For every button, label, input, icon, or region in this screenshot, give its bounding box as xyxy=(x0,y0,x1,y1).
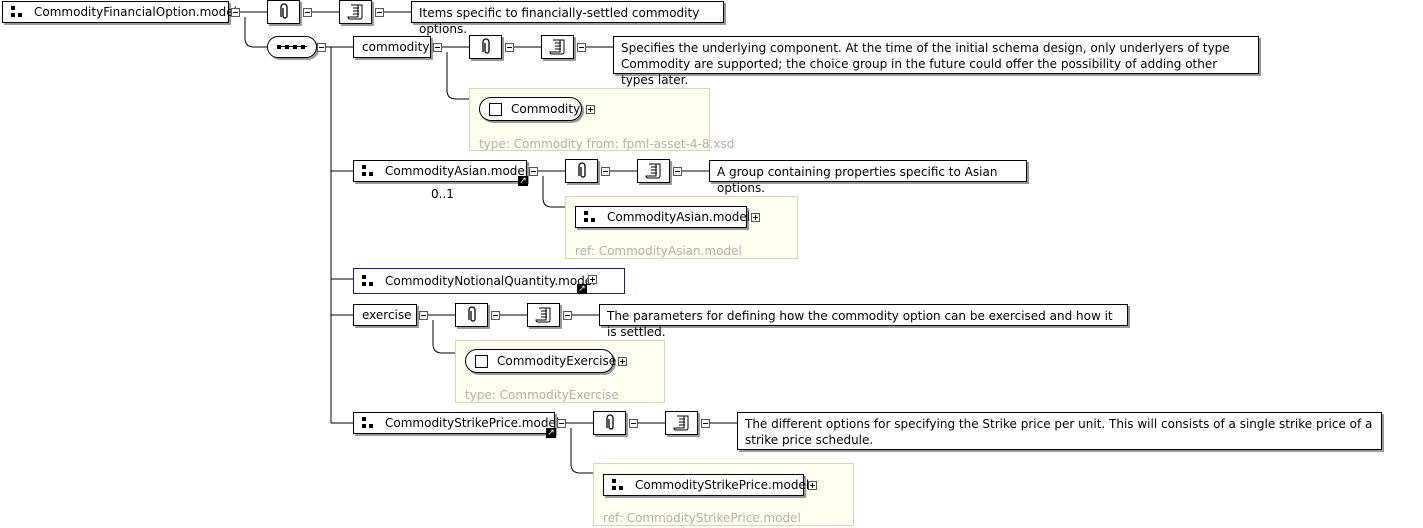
group-model-icon xyxy=(612,479,626,491)
annotation-box-root[interactable] xyxy=(267,0,300,24)
sequence-compositor-icon[interactable] xyxy=(267,36,317,58)
collapse-toggle-asian-annotation[interactable] xyxy=(601,167,610,176)
complex-type-icon xyxy=(489,102,502,116)
annotation-icon xyxy=(279,3,288,19)
collapse-toggle-root[interactable] xyxy=(231,8,240,17)
documentation-box-strike[interactable] xyxy=(665,411,698,435)
documentation-scroll-icon xyxy=(548,39,564,55)
documentation-scroll-icon xyxy=(672,415,688,431)
collapse-toggle-commodity[interactable] xyxy=(433,43,442,52)
exercise-type-info: type: CommodityExercise xyxy=(465,388,619,402)
expand-toggle-exercise-type[interactable] xyxy=(618,357,627,366)
expand-toggle-notional[interactable] xyxy=(588,275,597,284)
asian-ref-group-node[interactable]: CommodityAsian.model xyxy=(575,206,750,228)
root-group-label: CommodityFinancialOption.model xyxy=(34,5,237,19)
asian-documentation: A group containing properties specific t… xyxy=(709,160,1027,195)
group-model-icon xyxy=(362,275,376,287)
collapse-toggle-strike[interactable] xyxy=(557,419,566,428)
commodity-documentation-text: Specifies the underlying component. At t… xyxy=(621,41,1230,87)
asian-ref-label: CommodityAsian.model xyxy=(607,210,751,224)
commodity-asian-label: CommodityAsian.model xyxy=(385,164,529,178)
annotation-icon xyxy=(481,38,490,54)
notional-quantity-label: CommodityNotionalQuantity.model xyxy=(385,274,596,288)
collapse-toggle-commodity-doc[interactable] xyxy=(577,43,586,52)
reference-arrow-icon: ↗ xyxy=(577,284,587,294)
commodity-type-info: type: Commodity from: fpml-asset-4-8.xsd xyxy=(479,137,735,151)
annotation-box-commodity[interactable] xyxy=(469,35,502,59)
collapse-toggle-asian-doc[interactable] xyxy=(673,167,682,176)
complex-type-icon xyxy=(475,354,488,368)
commodity-complex-type[interactable]: Commodity xyxy=(479,97,582,121)
annotation-icon xyxy=(605,414,614,430)
strike-documentation-text: The different options for specifying the… xyxy=(745,417,1373,447)
group-model-icon xyxy=(584,211,598,223)
root-documentation: Items specific to financially-settled co… xyxy=(411,1,724,36)
documentation-box-asian[interactable] xyxy=(637,159,670,183)
expand-toggle-strike-ref[interactable] xyxy=(808,481,817,490)
strike-ref-label: CommodityStrikePrice.model xyxy=(635,478,810,492)
reference-arrow-icon: ↗ xyxy=(546,428,556,438)
collapse-toggle-strike-annotation[interactable] xyxy=(629,419,638,428)
group-model-icon xyxy=(11,6,25,18)
asian-cardinality: 0..1 xyxy=(431,187,454,201)
strike-ref-info: ref: CommodityStrikePrice.model xyxy=(603,511,801,525)
commodity-strike-price-node[interactable]: CommodityStrikePrice.model xyxy=(353,412,559,434)
commodity-element-node[interactable]: commodity xyxy=(353,36,431,58)
annotation-box-asian[interactable] xyxy=(565,159,598,183)
documentation-box-root[interactable] xyxy=(339,0,372,24)
expand-toggle-commodity-type[interactable] xyxy=(586,105,595,114)
asian-documentation-text: A group containing properties specific t… xyxy=(717,165,998,195)
collapse-toggle-asian[interactable] xyxy=(529,167,538,176)
annotation-icon xyxy=(467,306,476,322)
collapse-toggle-root-doc[interactable] xyxy=(375,8,384,17)
exercise-element-node[interactable]: exercise xyxy=(353,304,417,326)
exercise-element-label: exercise xyxy=(362,308,412,322)
annotation-box-exercise[interactable] xyxy=(455,303,488,327)
documentation-scroll-icon xyxy=(534,307,550,323)
collapse-toggle-exercise-doc[interactable] xyxy=(563,311,572,320)
documentation-scroll-icon xyxy=(644,163,660,179)
annotation-icon xyxy=(577,162,586,178)
group-model-icon xyxy=(362,165,376,177)
exercise-complex-type[interactable]: CommodityExercise xyxy=(465,349,617,373)
exercise-documentation: The parameters for defining how the comm… xyxy=(599,304,1128,339)
strike-price-label: CommodityStrikePrice.model xyxy=(385,416,560,430)
strike-documentation: The different options for specifying the… xyxy=(737,412,1382,450)
commodity-element-label: commodity xyxy=(362,40,430,54)
documentation-box-exercise[interactable] xyxy=(527,303,560,327)
commodity-type-label: Commodity xyxy=(511,102,581,116)
annotation-box-strike[interactable] xyxy=(593,411,626,435)
collapse-toggle-root-annotation[interactable] xyxy=(303,8,312,17)
exercise-documentation-text: The parameters for defining how the comm… xyxy=(607,309,1113,339)
commodity-documentation: Specifies the underlying component. At t… xyxy=(613,36,1259,87)
root-group-node[interactable]: CommodityFinancialOption.model xyxy=(2,1,237,23)
collapse-toggle-strike-doc[interactable] xyxy=(701,419,710,428)
documentation-scroll-icon xyxy=(346,4,362,20)
asian-ref-info: ref: CommodityAsian.model xyxy=(575,244,742,258)
commodity-asian-group-node[interactable]: CommodityAsian.model xyxy=(353,160,528,182)
collapse-toggle-exercise[interactable] xyxy=(419,311,428,320)
expand-toggle-asian-ref[interactable] xyxy=(751,213,760,222)
collapse-toggle-commodity-annotation[interactable] xyxy=(505,43,514,52)
collapse-toggle-sequence[interactable] xyxy=(317,43,326,52)
documentation-box-commodity[interactable] xyxy=(541,35,574,59)
group-model-icon xyxy=(362,417,376,429)
exercise-type-label: CommodityExercise xyxy=(497,354,617,368)
collapse-toggle-exercise-annotation[interactable] xyxy=(491,311,500,320)
strike-ref-group-node[interactable]: CommodityStrikePrice.model xyxy=(603,474,809,496)
root-documentation-text: Items specific to financially-settled co… xyxy=(419,6,700,36)
reference-arrow-icon: ↗ xyxy=(518,176,528,186)
